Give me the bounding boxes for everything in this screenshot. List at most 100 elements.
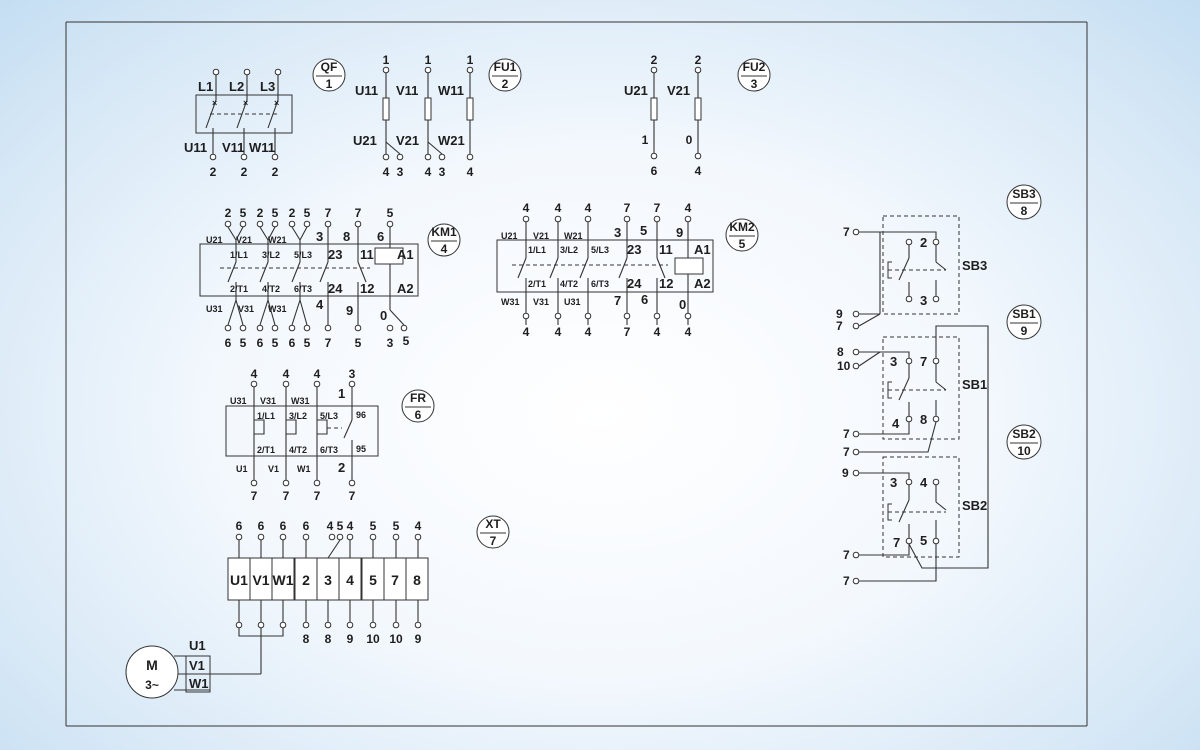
tag-name: SB2 <box>1012 427 1036 441</box>
wire-number: 9 <box>347 632 354 646</box>
tag-name: FU2 <box>743 60 766 74</box>
terminal-label: 4/T2 <box>560 279 578 289</box>
input-label: U21 <box>624 83 648 98</box>
tag-xt: XT 7 <box>476 515 510 549</box>
input-label: V31 <box>260 396 276 406</box>
input-label: V21 <box>667 83 690 98</box>
wire-number: 4 <box>283 367 290 381</box>
phase-label: L2 <box>229 79 244 94</box>
wire-number: 8 <box>837 345 844 359</box>
wire-number: 4 <box>685 201 692 215</box>
xt-terminal-strip: 6 6 6 6 4 5 4 5 5 4 U1 V1 W1 2 3 <box>210 519 429 675</box>
output-label: V31 <box>533 297 549 307</box>
output-label: W11 <box>249 140 275 155</box>
wire-number: 5 <box>393 519 400 533</box>
wire-number: 4 <box>585 325 592 339</box>
tag-number: 3 <box>751 77 758 91</box>
aux-label: 0 <box>380 308 387 323</box>
input-label: U21 <box>206 235 223 245</box>
tag-fu1: FU1 2 <box>488 58 522 92</box>
terminal-cell: V1 <box>252 572 269 588</box>
input-label: V11 <box>396 83 418 98</box>
aux-label: 6 <box>641 292 648 307</box>
wire-number: 7 <box>325 206 332 220</box>
motor: M 3~ U1 V1 W1 <box>125 638 211 699</box>
wire-number: 7 <box>843 574 850 588</box>
wire-number: 10 <box>389 632 403 646</box>
aux-label: 6 <box>377 229 384 244</box>
button-label: SB3 <box>962 258 987 273</box>
wire-number: 4 <box>654 325 661 339</box>
wire-number: 7 <box>654 201 661 215</box>
wire-number: 4 <box>425 165 432 179</box>
wire-number: 6 <box>225 336 232 350</box>
aux-label: 0 <box>679 297 686 312</box>
tag-number: 9 <box>1021 324 1028 338</box>
aux-label: 24 <box>328 281 343 296</box>
phase-label: L3 <box>260 79 275 94</box>
terminal-label: 6/T3 <box>294 284 312 294</box>
terminal-label: 3/L2 <box>262 250 280 260</box>
wire-number: 9 <box>842 466 849 480</box>
wire-number: 7 <box>283 489 290 503</box>
contact-label: 7 <box>893 535 900 550</box>
motor-terminal: U1 <box>189 638 206 653</box>
wire-number: 5 <box>272 336 279 350</box>
coil-terminal: A2 <box>397 281 414 296</box>
wire-number: 8 <box>303 632 310 646</box>
output-label: V21 <box>396 133 419 148</box>
wire-number: 6 <box>236 519 243 533</box>
wire-number: 6 <box>257 336 264 350</box>
aux-label: 23 <box>627 242 641 257</box>
output-label: U1 <box>236 464 248 474</box>
tag-name: KM2 <box>729 220 755 234</box>
wire-number: 2 <box>257 206 264 220</box>
input-label: V21 <box>533 231 549 241</box>
wire-number: 7 <box>843 445 850 459</box>
contact-label: 3 <box>890 475 897 490</box>
output-label: V31 <box>238 304 254 314</box>
wire-number: 7 <box>624 201 631 215</box>
sb1-button: 8 10 3 7 4 8 SB1 7 7 <box>837 325 989 569</box>
terminal-label: 2/T1 <box>230 284 248 294</box>
sb3-button: 7 2 3 SB3 9 7 <box>836 215 987 333</box>
contact-label: 5 <box>920 533 927 548</box>
contact-label: 3 <box>890 354 897 369</box>
wire-number: 2 <box>289 206 296 220</box>
terminal-cell: 2 <box>302 572 310 588</box>
wire-number: 8 <box>325 632 332 646</box>
output-label: U11 <box>184 140 207 155</box>
aux-label: 9 <box>346 303 353 318</box>
aux-label: 1 <box>338 386 345 401</box>
wire-number: 2 <box>651 53 658 67</box>
wire-number: 7 <box>314 489 321 503</box>
wire-number: 4 <box>251 367 258 381</box>
output-label: U31 <box>564 297 581 307</box>
wire-number: 3 <box>397 165 404 179</box>
wire-number: 6 <box>289 336 296 350</box>
wire-number: 4 <box>585 201 592 215</box>
aux-label: 24 <box>627 276 642 291</box>
input-label: U31 <box>230 396 247 406</box>
wire-number: 4 <box>314 367 321 381</box>
aux-label: 5 <box>640 223 647 238</box>
output-label: W31 <box>268 304 287 314</box>
wire-number: 4 <box>467 165 474 179</box>
aux-label: 12 <box>360 281 374 296</box>
terminal-label: 3/L2 <box>289 411 307 421</box>
terminal-label: 1/L1 <box>230 250 248 260</box>
tag-name: KM1 <box>431 225 457 239</box>
tag-fr: FR 6 <box>401 389 435 423</box>
wire-number: 4 <box>523 201 530 215</box>
wire-number: 5 <box>240 336 247 350</box>
x-mark: × <box>274 98 279 108</box>
wire-number: 4 <box>327 519 334 533</box>
wire-number: 6 <box>280 519 287 533</box>
terminal-cell: 8 <box>413 572 421 588</box>
wire-number: 2 <box>241 165 248 179</box>
wire-number: 6 <box>651 164 658 178</box>
contact-label: 3 <box>920 293 927 308</box>
wire-number: 1 <box>467 53 474 67</box>
wire-number: 5 <box>272 206 279 220</box>
terminal-label: 4/T2 <box>289 445 307 455</box>
